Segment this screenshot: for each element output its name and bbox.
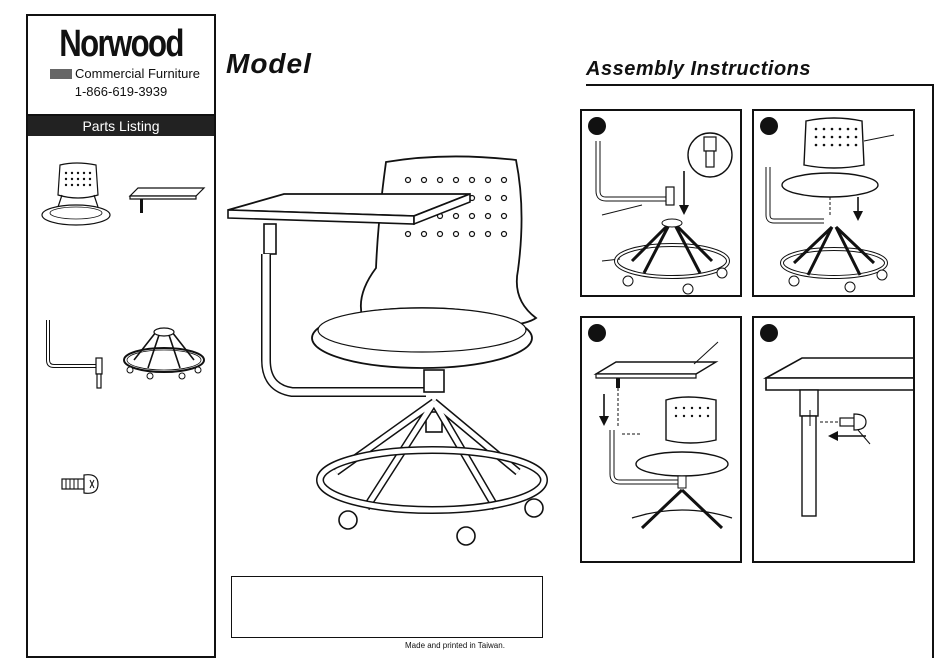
brand-bar-icon: [50, 69, 72, 79]
parts-listing-header: Parts Listing: [28, 116, 214, 136]
brand-logo: Norwood: [45, 24, 198, 64]
base-frame-icon: [120, 316, 208, 384]
model-title: Model: [226, 48, 312, 80]
footer-note: Made and printed in Taiwan.: [405, 641, 505, 650]
brand-subtitle: Commercial Furniture: [50, 67, 200, 81]
parts-sidebar: Norwood Commercial Furniture 1-866-619-3…: [26, 14, 216, 658]
chair-illustration: [226, 150, 556, 550]
chair-shell-icon: [38, 161, 114, 231]
screw-icon: [58, 471, 108, 497]
step-2-marker: [760, 117, 778, 135]
assembly-title: Assembly Instructions: [586, 58, 811, 81]
step-4-marker: [760, 324, 778, 342]
step-1-marker: [588, 117, 606, 135]
tablet-post-icon: [44, 316, 110, 396]
assembly-rule: [586, 84, 934, 86]
brand-block: Norwood Commercial Furniture 1-866-619-3…: [28, 16, 214, 116]
brand-phone: 1-866-619-3939: [28, 84, 214, 99]
brand-subtitle-text: Commercial Furniture: [75, 67, 200, 81]
step-4-panel: [752, 316, 915, 563]
step-3-panel: [580, 316, 742, 563]
step-2-panel: [752, 109, 915, 297]
model-info-box: [231, 576, 543, 638]
assembly-rule-right: [932, 84, 934, 658]
step-1-panel: [580, 109, 742, 297]
step-3-marker: [588, 324, 606, 342]
tablet-arm-icon: [126, 186, 206, 220]
